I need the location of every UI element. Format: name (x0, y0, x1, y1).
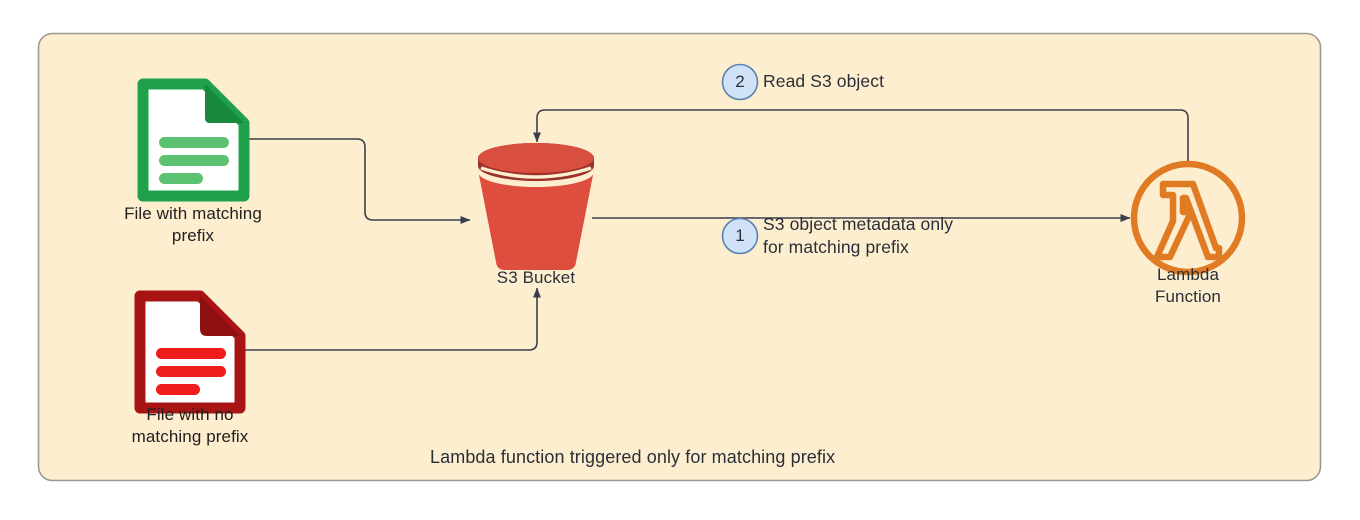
bucket-label: S3 Bucket (496, 268, 576, 287)
step-badge-1 (721, 217, 759, 255)
diagram-caption: Lambda function triggered only for match… (430, 447, 836, 467)
s3-bucket-icon (478, 143, 594, 270)
green-file-label: File with matching prefix (124, 204, 262, 245)
step-badge-2 (721, 63, 759, 101)
red-file-label: File with no matching prefix (131, 405, 249, 446)
step-1-label: S3 object metadata only for matching pre… (763, 214, 954, 257)
connector-red-file-to-bucket (240, 287, 541, 351)
connector-lambda-to-bucket (533, 109, 1189, 164)
connector-green-file-to-bucket (244, 138, 471, 224)
document-icon-green (137, 78, 250, 202)
lambda-icon (1130, 160, 1246, 276)
step-2-label: Read S3 object (763, 71, 885, 91)
step-badge-1-number: 1 (735, 226, 745, 245)
step-badge-2-number: 2 (735, 72, 745, 91)
document-icon-red (134, 290, 246, 414)
lambda-label: Lambda Function (1154, 265, 1221, 306)
diagram-container (37, 32, 1322, 482)
